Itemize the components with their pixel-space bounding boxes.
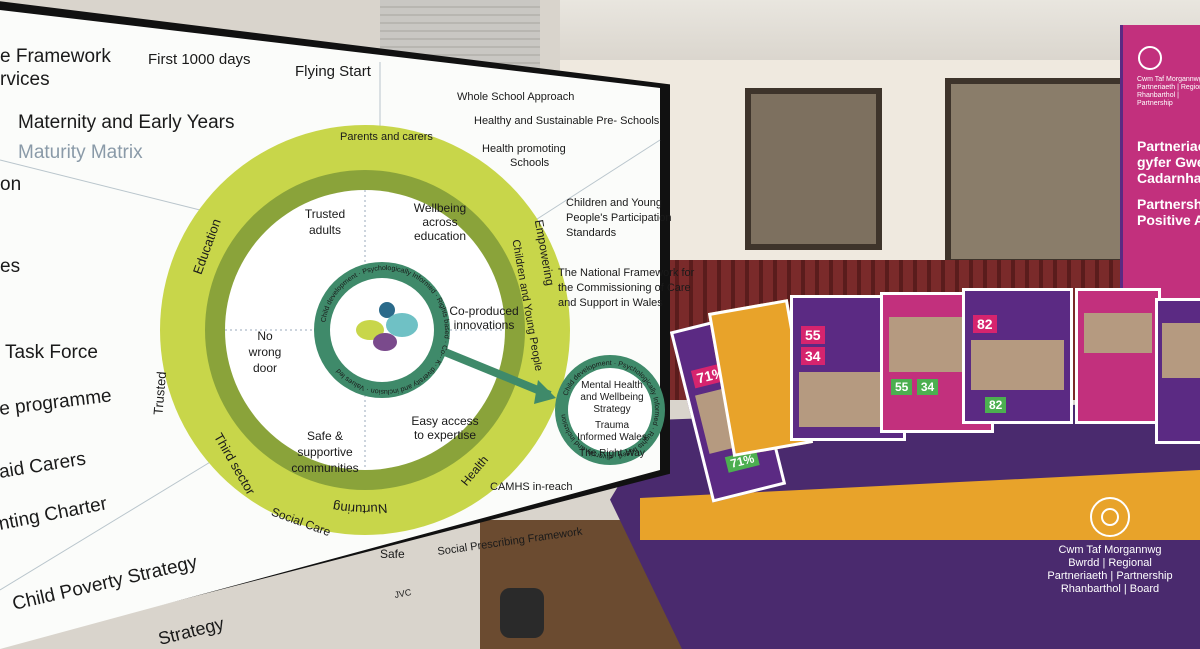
outer-ring-label: Trusted bbox=[150, 371, 169, 416]
top-item: Flying Start bbox=[295, 63, 372, 80]
side-circle-item: Mental Health bbox=[581, 380, 643, 391]
center-item: innovations bbox=[454, 318, 515, 332]
dumbbell bbox=[500, 588, 544, 638]
side-circle-item: Informed Wales bbox=[577, 432, 647, 443]
center-item: to expertise bbox=[414, 428, 476, 442]
right-item: the Commissioning of Care bbox=[558, 282, 691, 294]
left-item: es bbox=[0, 256, 20, 277]
board-stat: 82 bbox=[985, 397, 1007, 413]
board-stat: 55 bbox=[801, 326, 825, 344]
banner-header-line: Partneriaeth | Regional bbox=[1137, 84, 1200, 91]
banner-line: Cadarnhao bbox=[1137, 170, 1200, 186]
table-logo-line: Bwrdd | Regional bbox=[1068, 557, 1152, 569]
right-item: CAMHS in-reach bbox=[490, 481, 573, 493]
right-item: Schools bbox=[510, 157, 550, 169]
right-item: Healthy and Sustainable Pre- Schools bbox=[474, 115, 660, 127]
arrow bbox=[438, 346, 552, 399]
side-circle-inner bbox=[568, 368, 652, 452]
top-item: First 1000 days bbox=[148, 51, 251, 68]
board-stat: 82 bbox=[973, 315, 997, 333]
center-item: across bbox=[422, 215, 457, 229]
inner-ring-label: Parents and carers bbox=[340, 131, 433, 143]
center-item: Wellbeing bbox=[414, 201, 466, 215]
right-item: Children and Young bbox=[566, 197, 662, 209]
banner-header-line: Rhanbarthol | Partnership bbox=[1137, 92, 1179, 107]
side-circle-items: Mental Health and Wellbeing Strategy Tra… bbox=[577, 380, 647, 459]
window bbox=[745, 88, 882, 250]
center-item: Safe & bbox=[307, 429, 343, 443]
right-item: Health promoting bbox=[482, 143, 566, 155]
center-item: adults bbox=[309, 223, 341, 237]
center-item: communities bbox=[291, 461, 358, 475]
center-item: supportive bbox=[297, 445, 353, 459]
display-board bbox=[1075, 288, 1161, 424]
top-items: First 1000 days Flying Start bbox=[148, 51, 372, 80]
banner-line: Positive Ac bbox=[1137, 212, 1200, 228]
table-logo-line: Cwm Taf Morgannwg bbox=[1058, 544, 1162, 556]
table-logo-line: Partneriaeth | Partnership bbox=[1047, 570, 1173, 582]
table-logo-line: Rhanbarthol | Board bbox=[1060, 583, 1160, 595]
display-board: 82 82 bbox=[962, 288, 1073, 424]
center-item: Easy access bbox=[411, 414, 478, 428]
board-photo bbox=[1162, 323, 1200, 378]
left-item: e Framework bbox=[0, 46, 111, 67]
partnership-logo-icon bbox=[1090, 497, 1130, 537]
board-stat: 34 bbox=[801, 347, 825, 365]
side-circle-item: Strategy bbox=[593, 404, 630, 415]
right-item: Standards bbox=[566, 227, 617, 239]
center-item: education bbox=[414, 229, 466, 243]
ceiling bbox=[560, 0, 1200, 70]
left-item: Maternity and Early Years bbox=[18, 112, 235, 133]
side-circle-item: and Wellbeing bbox=[580, 392, 643, 403]
display-board bbox=[1155, 298, 1200, 444]
left-item: on bbox=[0, 174, 21, 195]
right-item: The National Framework for bbox=[558, 267, 695, 279]
board-photo bbox=[971, 340, 1064, 390]
tv-brand-logo: JVC bbox=[394, 587, 413, 600]
left-item: Maturity Matrix bbox=[18, 142, 143, 163]
left-item: Strategy bbox=[156, 613, 226, 649]
center-item: door bbox=[253, 361, 277, 375]
center-item: wrong bbox=[248, 345, 282, 359]
left-item: rvices bbox=[0, 69, 50, 90]
side-circle-item: Trauma bbox=[595, 420, 630, 431]
pull-up-banner: Cwm Taf Morgannwg Partneriaeth | Regiona… bbox=[1120, 25, 1200, 305]
center-logo bbox=[356, 302, 418, 351]
banner-line: Partnershi bbox=[1137, 196, 1200, 212]
right-item: Whole School Approach bbox=[457, 91, 574, 103]
banner-header-line: Cwm Taf Morgannwg bbox=[1137, 76, 1200, 83]
right-item: and Support in Wales bbox=[558, 297, 663, 309]
banner-line: gyfer Gwei bbox=[1137, 154, 1200, 170]
center-items: Trusted adults Wellbeing across educatio… bbox=[248, 201, 519, 475]
center-item: Co-produced bbox=[449, 304, 518, 318]
right-item: Social Prescribing Framework bbox=[437, 526, 584, 558]
center-item: No bbox=[257, 329, 273, 343]
table-logo: Cwm Taf Morgannwg Bwrdd | Regional Partn… bbox=[1040, 495, 1180, 596]
banner-line: Partneriaet bbox=[1137, 138, 1200, 154]
board-photo bbox=[1084, 313, 1152, 353]
partnership-logo-icon bbox=[1138, 46, 1162, 70]
left-item: Task Force bbox=[5, 342, 98, 363]
outer-ring-label: Safe bbox=[380, 547, 405, 561]
board-stat: 34 bbox=[916, 379, 939, 395]
board-stat: 55 bbox=[891, 379, 913, 395]
side-circle-item: The Right Way bbox=[579, 448, 645, 459]
right-item: People's Participation bbox=[566, 212, 671, 224]
window bbox=[945, 78, 1132, 265]
center-item: Trusted bbox=[305, 207, 345, 221]
outer-ring-label: Nurturing bbox=[332, 499, 388, 517]
arrow-head bbox=[534, 380, 556, 404]
